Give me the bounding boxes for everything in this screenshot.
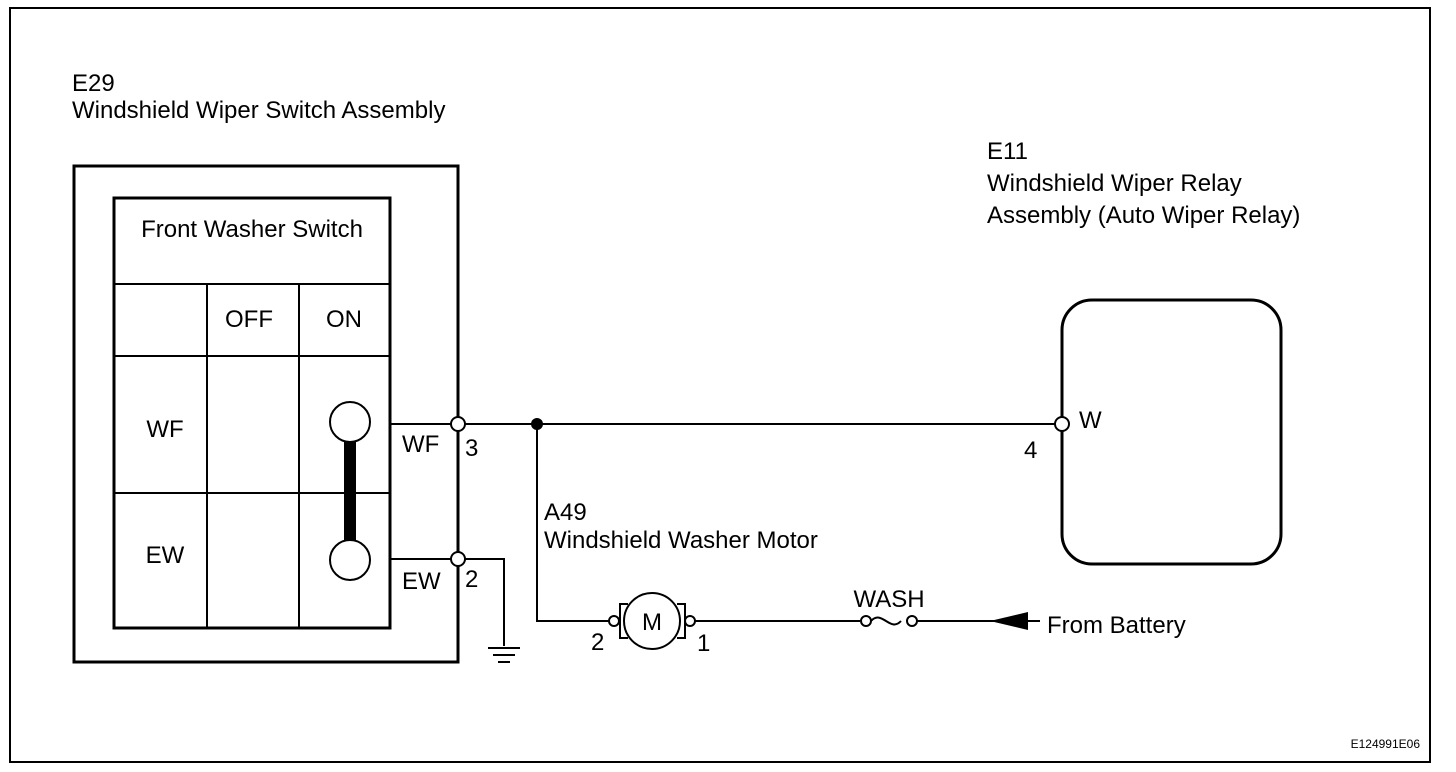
battery-arrow-icon <box>990 612 1028 630</box>
terminal-wf-label: WF <box>402 431 439 458</box>
figure-id: E124991E06 <box>1351 737 1421 751</box>
switch-table-row-wf: WF <box>146 416 183 443</box>
ground-icon <box>488 647 520 663</box>
switch-table-col-on: ON <box>326 306 362 333</box>
washer-motor-terminal-1 <box>684 615 696 627</box>
switch-table-row-ew: EW <box>146 542 185 569</box>
switch-table-col-off: OFF <box>225 306 273 333</box>
relay-assembly-name-line1: Windshield Wiper Relay <box>987 170 1242 197</box>
washer-motor-pin-right: 1 <box>697 630 710 657</box>
terminal-ew-connector <box>450 551 466 567</box>
washer-motor-name: Windshield Washer Motor <box>544 527 818 554</box>
switch-contact-ew <box>329 539 371 581</box>
switch-assembly-code: E29 <box>72 70 115 97</box>
relay-assembly-code: E11 <box>987 138 1028 165</box>
fuse-icon <box>870 616 902 626</box>
switch-assembly-name: Windshield Wiper Switch Assembly <box>72 97 445 124</box>
switch-assembly-housing <box>72 164 460 664</box>
fuse-label: WASH <box>853 586 924 613</box>
fuse-terminal-right <box>906 615 918 627</box>
terminal-wf-pin: 3 <box>465 435 478 462</box>
fuse-terminal-left <box>860 615 872 627</box>
switch-contact-wf <box>329 401 371 443</box>
wire-junction-to-motor <box>536 424 614 622</box>
diagram-frame <box>9 7 1431 763</box>
switch-table-title: Front Washer Switch <box>141 216 363 243</box>
relay-terminal-w-connector <box>1054 416 1070 432</box>
washer-motor-code: A49 <box>544 499 587 526</box>
terminal-ew-label: EW <box>402 568 441 595</box>
relay-terminal-pin: 4 <box>1024 437 1037 464</box>
washer-motor-symbol: M <box>642 609 662 636</box>
terminal-ew-pin: 2 <box>465 566 478 593</box>
relay-assembly-name-line2: Assembly (Auto Wiper Relay) <box>987 202 1300 229</box>
wire-ew-ground <box>458 558 505 646</box>
relay-terminal-label: W <box>1079 407 1102 434</box>
battery-source-label: From Battery <box>1047 612 1186 639</box>
switch-table <box>112 196 392 630</box>
washer-motor-pin-left: 2 <box>591 629 604 656</box>
terminal-wf-connector <box>450 416 466 432</box>
washer-motor-terminal-2 <box>608 615 620 627</box>
